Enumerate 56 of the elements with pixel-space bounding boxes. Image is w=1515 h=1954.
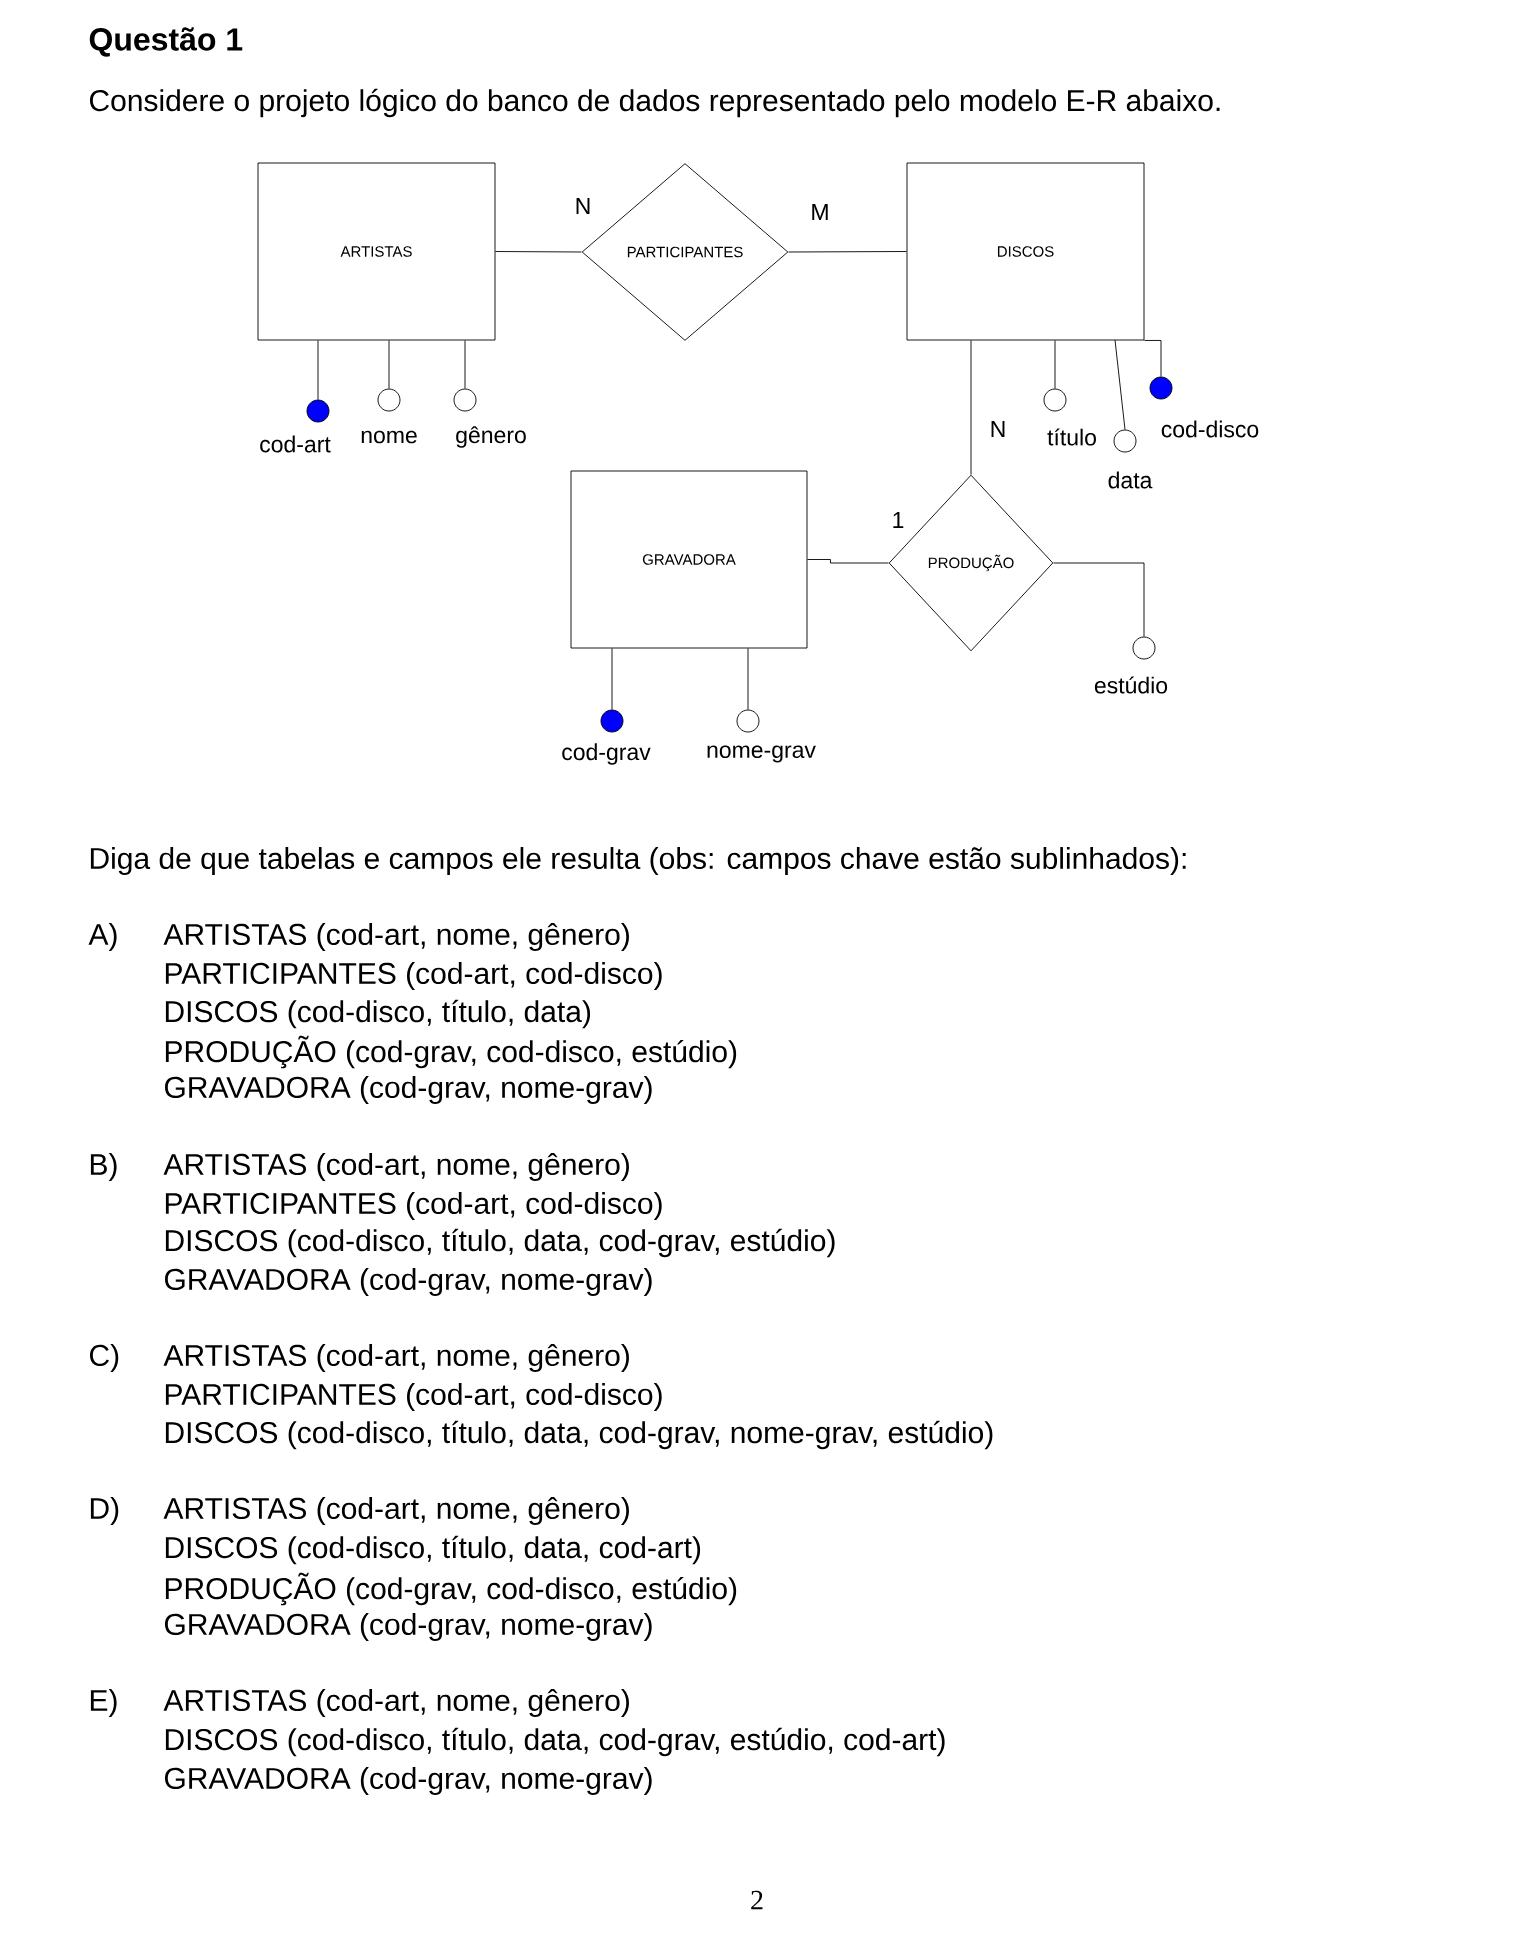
attribute-label: cod-disco bbox=[1161, 420, 1259, 438]
answer-text: PARTICIPANTES (cod-art, cod-disco) bbox=[165, 962, 662, 990]
answer-text: GRAVADORA (cod-grav, nome-grav) bbox=[164, 1076, 652, 1104]
connector-line bbox=[970, 340, 972, 475]
option-letter: C) bbox=[89, 1344, 119, 1372]
attribute-label: nome bbox=[361, 430, 417, 444]
answer-text: DISCOS (cod-disco, título, data, cod-art) bbox=[165, 1535, 701, 1565]
attribute-label: título bbox=[1047, 428, 1096, 446]
answer-text: GRAVADORA (cod-grav, nome-grav) bbox=[164, 1613, 652, 1641]
answer-text: PRODUÇÃO (cod-grav, cod-disco, estúdio) bbox=[165, 1035, 737, 1069]
answer-text: ARTISTAS (cod-art, nome, gênero) bbox=[163, 922, 629, 952]
cardinality-label: N bbox=[991, 421, 1005, 437]
title: Questão 1 bbox=[89, 27, 243, 57]
answer-text: DISCOS (cod-disco, título, data) bbox=[165, 999, 591, 1029]
attribute-label: nome-grav bbox=[707, 745, 816, 763]
option-letter: D) bbox=[90, 1497, 119, 1525]
attribute-label: gênero bbox=[456, 426, 526, 448]
option-letter: A) bbox=[88, 923, 117, 951]
connector-line bbox=[317, 340, 319, 400]
entity-box: GRAVADORA bbox=[570, 470, 808, 649]
entity-box: ARTISTAS bbox=[257, 162, 496, 341]
connector-line bbox=[611, 648, 613, 710]
attribute-label: cod-art bbox=[260, 435, 331, 453]
option-letter: E) bbox=[90, 1689, 117, 1717]
connector-line bbox=[388, 340, 390, 389]
answer-text: GRAVADORA (cod-grav, nome-grav) bbox=[164, 1767, 652, 1795]
answer-text: DISCOS (cod-disco, título, data, cod-grav, estúdio) bbox=[165, 1228, 835, 1258]
option-letter: B) bbox=[90, 1153, 117, 1181]
answer-text: PRODUÇÃO (cod-grav, cod-disco, estúdio) bbox=[165, 1572, 737, 1606]
connector-line bbox=[1054, 340, 1056, 389]
connector-line bbox=[788, 251, 907, 253]
answer-text: PARTICIPANTES (cod-art, cod-disco) bbox=[165, 1192, 662, 1220]
answer-text: ARTISTAS (cod-art, nome, gênero) bbox=[163, 1152, 629, 1182]
answer-text: DISCOS (cod-disco, título, data, cod-grav, estúdio, cod-art) bbox=[165, 1727, 945, 1757]
answer-text: ARTISTAS (cod-art, nome, gênero) bbox=[163, 1343, 629, 1373]
answer-text: ARTISTAS (cod-art, nome, gênero) bbox=[163, 1496, 629, 1526]
page-number: 2 bbox=[751, 1890, 763, 1910]
connector-line bbox=[747, 648, 749, 710]
connector-line bbox=[807, 559, 889, 564]
answer-text: ARTISTAS (cod-art, nome, gênero) bbox=[163, 1688, 629, 1718]
answer-text: DISCOS (cod-disco, título, data, cod-grav, nome-grav, estúdio) bbox=[165, 1420, 993, 1450]
cardinality-label: M bbox=[812, 204, 828, 220]
attribute-label: data bbox=[1108, 471, 1153, 489]
entity-box: DISCOS bbox=[906, 162, 1145, 341]
cardinality-label: 1 bbox=[893, 512, 904, 528]
connector-line bbox=[1053, 562, 1145, 637]
attribute-label: cod-grav bbox=[562, 743, 651, 765]
answer-text: GRAVADORA (cod-grav, nome-grav) bbox=[164, 1268, 652, 1296]
connector-line bbox=[1114, 339, 1126, 430]
attribute-label: estúdio bbox=[1094, 676, 1168, 694]
connector-line bbox=[495, 251, 582, 253]
connector-line bbox=[464, 340, 466, 389]
connector-line bbox=[1144, 340, 1162, 377]
answer-text: PARTICIPANTES (cod-art, cod-disco) bbox=[165, 1383, 662, 1411]
question-text: Considere o projeto lógico do banco de dados representado pelo modelo E-R abaixo. bbox=[89, 88, 1220, 118]
question-text: Diga de que tabelas e campos ele resulta (obs: campos chave estão sublinhados): bbox=[90, 847, 1186, 875]
